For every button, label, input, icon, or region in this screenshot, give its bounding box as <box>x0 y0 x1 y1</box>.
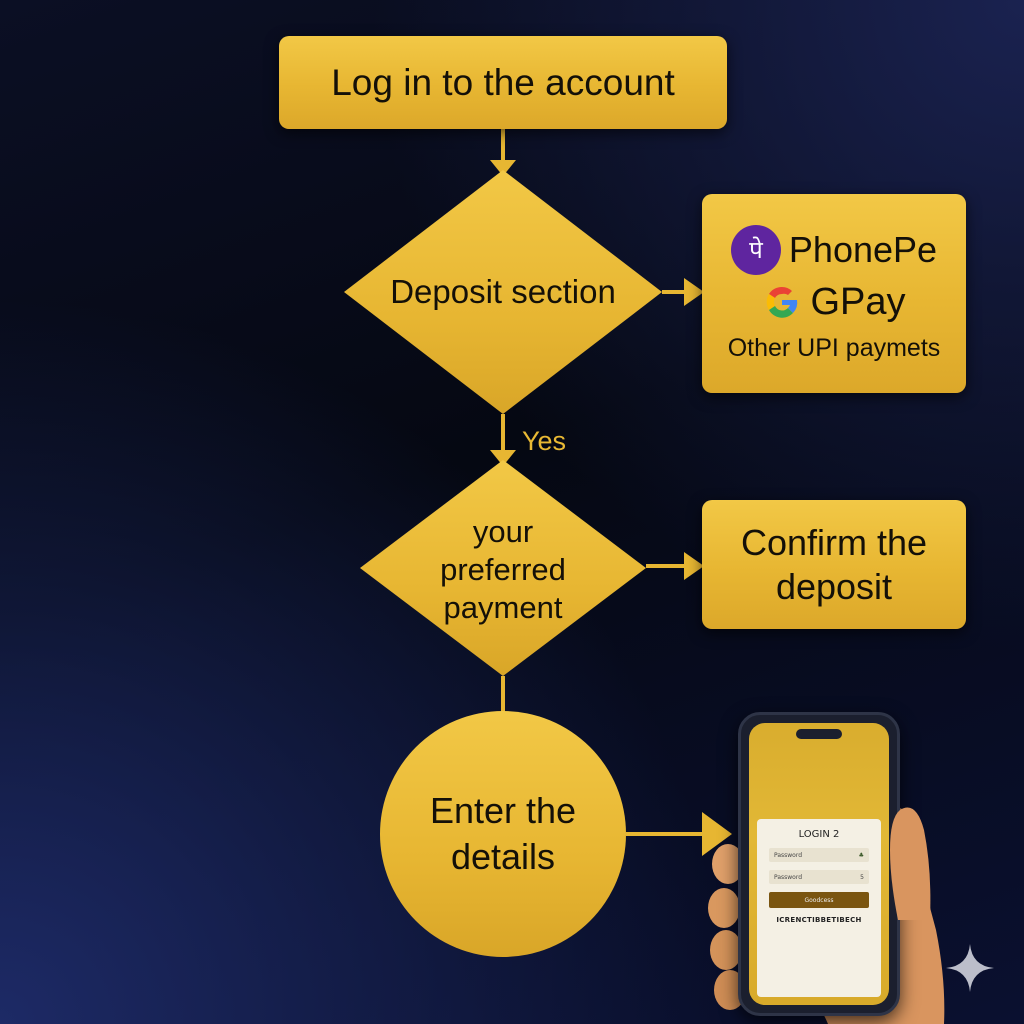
thumb-illustration <box>890 807 931 920</box>
phonepe-icon-glyph: पे <box>749 236 763 264</box>
preferred-label-wrap: your preferred payment <box>388 512 618 628</box>
login-node: Log in to the account <box>279 36 727 129</box>
phone-field2-label: Password <box>774 873 803 881</box>
phone-login-button[interactable]: Goodcess <box>769 892 869 908</box>
phonepe-icon: पे <box>730 224 781 275</box>
phone-field1-label: Password <box>774 851 803 859</box>
gpay-row: GPay <box>762 280 906 324</box>
arrowhead-details-phone <box>702 812 732 856</box>
phonepe-row: पे PhonePe <box>730 224 938 275</box>
confirm-label-line1: Confirm the <box>740 521 928 563</box>
preferred-diamond <box>360 460 646 676</box>
phone-field1-icon: ♣ <box>858 851 864 859</box>
phone-login-title: LOGIN 2 <box>798 829 840 840</box>
payments-node: पे PhonePe GPay Other UPI paymets <box>702 194 966 393</box>
arrowhead-preferred-confirm <box>684 552 704 580</box>
login-node-label: Log in to the account <box>331 61 675 103</box>
phone-login-footer: ICRENCTIBBETIBECH <box>776 916 862 924</box>
phone-mockup: LOGIN 2 Password ♣ Password 5 Goodcess I… <box>738 712 900 1016</box>
arrowhead-deposit-preferred <box>490 450 516 466</box>
phone-password-field-1[interactable]: Password ♣ <box>769 848 869 862</box>
phone-field2-value: 5 <box>860 873 864 881</box>
details-label-line1: Enter the <box>429 790 577 831</box>
sparkle-icon <box>946 944 994 992</box>
edge-label-yes: Yes <box>522 426 567 456</box>
details-label-wrap: Enter the details <box>390 786 616 882</box>
arrowhead-login-deposit <box>490 160 516 176</box>
phone-password-field-2[interactable]: Password 5 <box>769 870 869 884</box>
details-circle <box>380 711 626 957</box>
arrowhead-deposit-payments <box>684 278 704 306</box>
preferred-label-line3: payment <box>443 590 563 625</box>
phone-login-card: LOGIN 2 Password ♣ Password 5 Goodcess I… <box>757 819 881 997</box>
preferred-label-line1: your <box>472 514 534 549</box>
other-upi-label: Other UPI paymets <box>727 333 941 362</box>
details-label-line2: details <box>450 836 556 877</box>
gpay-label: GPay <box>810 280 906 323</box>
confirm-node: Confirm the deposit <box>702 500 966 629</box>
deposit-diamond <box>344 170 662 414</box>
deposit-label-wrap: Deposit section <box>344 262 662 322</box>
phone-screen: LOGIN 2 Password ♣ Password 5 Goodcess I… <box>749 723 889 1005</box>
phone-notch <box>796 729 842 739</box>
confirm-label-line2: deposit <box>775 565 893 607</box>
preferred-label-line2: preferred <box>440 552 566 587</box>
google-g-icon <box>767 286 798 318</box>
phonepe-label: PhonePe <box>788 228 938 270</box>
deposit-label: Deposit section <box>390 273 616 310</box>
